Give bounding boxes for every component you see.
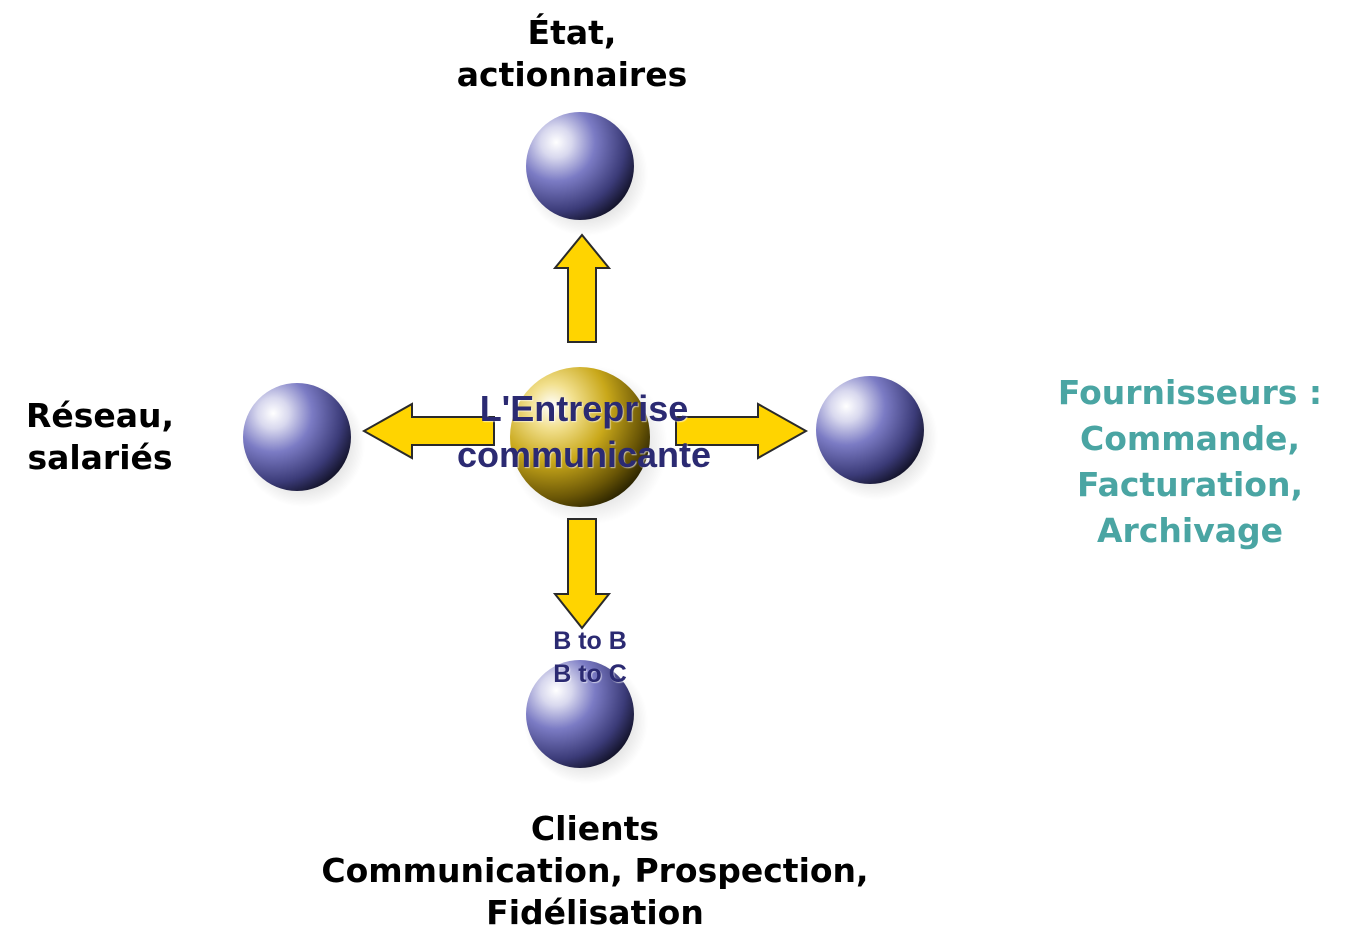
left-label-line: salariés [27, 438, 173, 477]
bottom-arrow-label: B to B B to C [490, 625, 690, 691]
node-top-sphere [526, 112, 634, 220]
center-label-line: communicante [456, 434, 712, 475]
node-top [524, 112, 648, 236]
node-right [814, 376, 938, 500]
node-left-sphere [243, 383, 351, 491]
bottom-label-line: Communication, Prospection, [321, 851, 869, 890]
arrow-up [552, 233, 612, 343]
arrow-down [552, 518, 612, 630]
right-label-line: Fournisseurs : [1057, 373, 1323, 412]
center-label-line: L'Entreprise [479, 388, 689, 429]
node-bottom [524, 660, 648, 784]
right-label-line: Facturation, [1076, 465, 1304, 504]
bottom-label-line: Clients [530, 809, 660, 848]
bottom-arrow-label-line: B to C [553, 660, 627, 688]
bottom-arrow-label-line: B to B [553, 627, 627, 655]
top-label-line: État, [527, 13, 617, 52]
top-node-label: État, actionnaires [372, 12, 772, 96]
right-label-line: Archivage [1097, 511, 1283, 550]
center-node [508, 365, 668, 525]
right-node-label: Fournisseurs : Commande, Facturation, Ar… [1015, 370, 1352, 554]
top-label-line: actionnaires [456, 55, 688, 94]
node-left [241, 383, 365, 507]
node-right-sphere [816, 376, 924, 484]
right-label-line: Commande, [1080, 419, 1300, 458]
left-node-label: Réseau, salariés [0, 395, 200, 479]
bottom-label-line: Fidélisation [486, 893, 704, 932]
center-node-label: L'Entreprise communicante [384, 386, 784, 478]
arrow-right [675, 402, 809, 460]
center-sphere [510, 367, 650, 507]
node-bottom-sphere [526, 660, 634, 768]
arrow-left [361, 402, 495, 460]
left-label-line: Réseau, [25, 396, 175, 435]
bottom-node-label: Clients Communication, Prospection, Fidé… [245, 808, 945, 934]
